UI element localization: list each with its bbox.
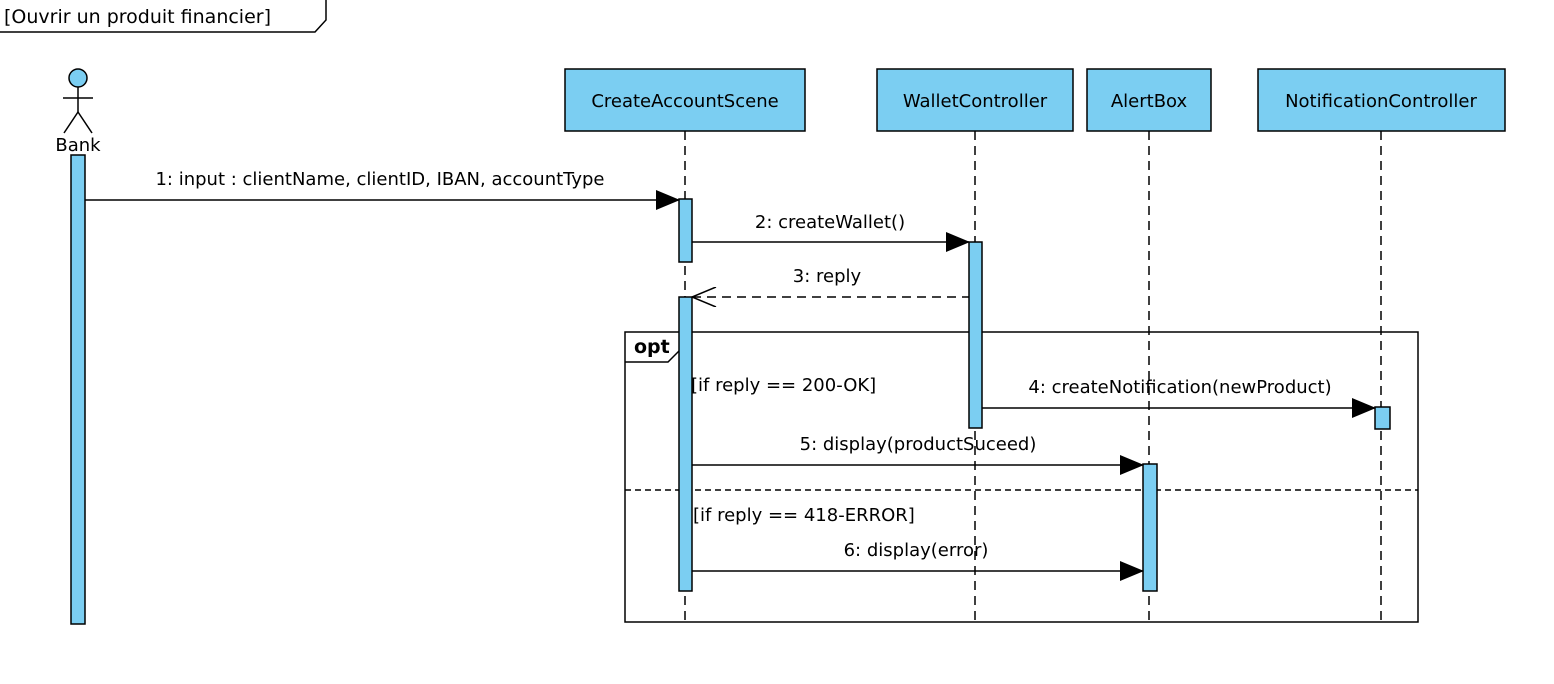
message-1-label: 1: input : clientName, clientID, IBAN, a… [155, 169, 604, 190]
guard-2: [if reply == 418-ERROR] [693, 505, 915, 526]
activation-bars [70, 154, 1391, 625]
opt-fragment: opt [if reply == 200-OK] [if reply == 41… [624, 331, 1419, 623]
message-2: 2: createWallet() [692, 212, 970, 252]
activation-bar-notification-controller [1374, 406, 1391, 430]
activation-bar-alert-box [1142, 463, 1158, 592]
lifeline-notification-controller: NotificationController [1257, 68, 1506, 132]
actor-right-leg [77, 111, 93, 134]
actor-bank: Bank [55, 68, 101, 156]
message-4-label: 4: createNotification(newProduct) [1028, 377, 1331, 398]
lifeline-label: CreateAccountScene [591, 91, 778, 112]
message-5: 5: display(productSuceed) [692, 434, 1144, 475]
lifeline-head-box [564, 68, 806, 132]
message-4: 4: createNotification(newProduct) [982, 377, 1376, 418]
frame-tab: [Ouvrir un produit financier] [0, 0, 327, 33]
lifeline-head-box [1086, 68, 1212, 132]
frame-title: [Ouvrir un produit financier] [4, 6, 271, 28]
lifeline-wallet-controller: WalletController [876, 68, 1074, 132]
actor-label: Bank [55, 135, 101, 156]
activation-bar-wallet-controller [968, 241, 983, 429]
guard-2-background [690, 500, 940, 528]
guard-1: [if reply == 200-OK] [691, 375, 876, 396]
opt-fragment-box [624, 331, 1419, 623]
lifeline-label: NotificationController [1285, 91, 1477, 112]
actor-left-leg [63, 111, 79, 134]
activation-bar-bank [70, 154, 86, 625]
lifeline-label: AlertBox [1111, 91, 1188, 112]
lifeline-create-account-scene: CreateAccountScene [564, 68, 806, 132]
opt-operator-label: opt [634, 336, 670, 358]
message-3-label: 3: reply [793, 266, 862, 287]
lifeline-head-box [1257, 68, 1506, 132]
message-1: 1: input : clientName, clientID, IBAN, a… [85, 169, 680, 210]
actor-head [68, 68, 88, 88]
message-5-label: 5: display(productSuceed) [800, 434, 1037, 455]
lifeline-head-box [876, 68, 1074, 132]
message-3: 3: reply [692, 266, 969, 297]
lifeline-alert-box: AlertBox [1086, 68, 1212, 132]
message-6-label: 6: display(error) [844, 540, 989, 561]
activation-bar-create-account-scene-1 [678, 198, 693, 263]
lifeline-label: WalletController [903, 91, 1048, 112]
message-2-label: 2: createWallet() [755, 212, 905, 233]
message-6: 6: display(error) [692, 540, 1144, 581]
activation-bar-create-account-scene-2 [678, 296, 693, 592]
guard-1-background [688, 370, 900, 398]
